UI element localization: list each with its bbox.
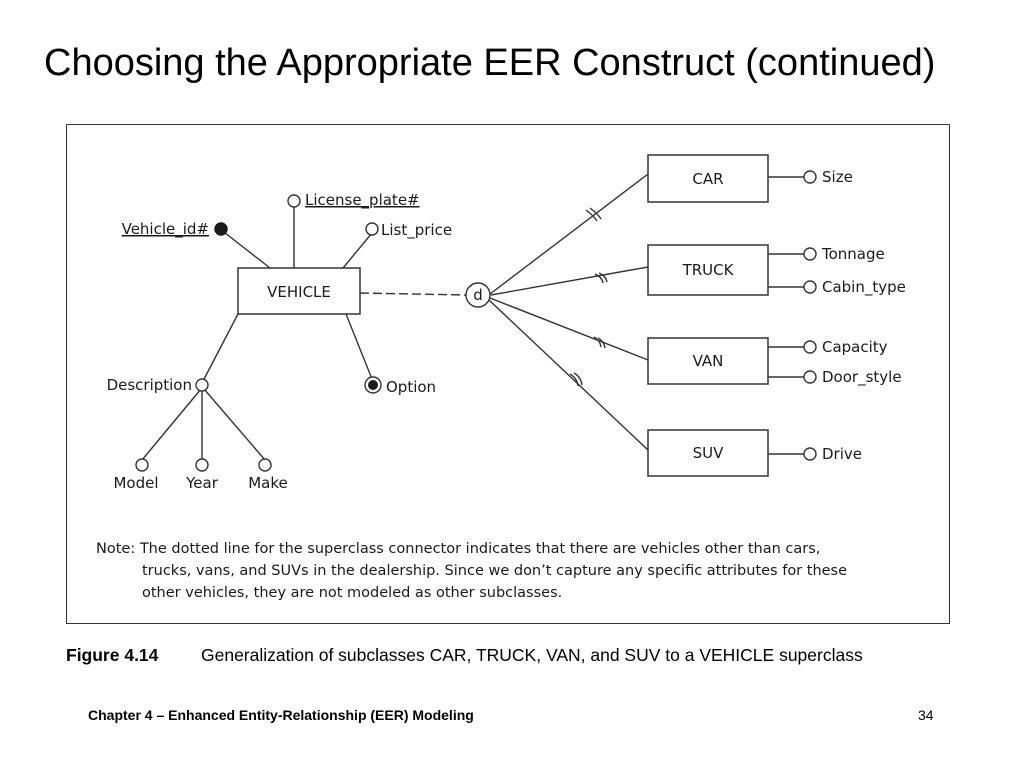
- attr-circle-listprice: [365, 222, 379, 236]
- entity-car-label: CAR: [692, 170, 723, 188]
- entity-suv-label: SUV: [693, 444, 725, 462]
- subset-symbol-car: [585, 209, 598, 222]
- subset-symbol-truck: [594, 273, 604, 284]
- attr-circle-option-inner: [368, 380, 378, 390]
- attr-cabin-label: Cabin_type: [822, 278, 906, 297]
- line-d-van: [489, 297, 649, 361]
- attr-option-label: Option: [386, 378, 436, 396]
- attr-make-label: Make: [248, 474, 288, 492]
- line-d-truck: [490, 266, 649, 296]
- attr-listprice-label: List_price: [381, 221, 452, 240]
- entity-truck-label: TRUCK: [682, 261, 735, 279]
- attr-tonnage-label: Tonnage: [821, 245, 885, 263]
- attr-drive-label: Drive: [822, 445, 862, 463]
- entity-vehicle: [237, 267, 361, 315]
- line-d-car: [489, 173, 649, 295]
- specialization-circle: [465, 282, 491, 308]
- line-desc-make: [203, 388, 266, 461]
- attr-circle-model: [135, 458, 149, 472]
- footer-page-number: 34: [918, 707, 934, 723]
- attr-circle-size: [803, 170, 817, 184]
- superclass-connector-dashed: [359, 292, 467, 296]
- attr-circle-license: [287, 194, 301, 208]
- attr-circle-year: [195, 458, 209, 472]
- attr-circle-tonnage: [803, 247, 817, 261]
- subset-symbol-van: [593, 336, 602, 348]
- attr-circle-drive: [803, 447, 817, 461]
- attr-circle-cabin: [803, 280, 817, 294]
- line-d-suv: [488, 299, 649, 451]
- note-line-3: other vehicles, they are not modeled as …: [142, 585, 563, 601]
- attr-year-label: Year: [185, 474, 219, 492]
- attr-circle-key-filled: [214, 222, 228, 236]
- attr-size-label: Size: [822, 168, 853, 186]
- attr-circle-door: [803, 370, 817, 384]
- subset-symbol-truck-2: [598, 272, 608, 283]
- entity-van: [647, 337, 769, 385]
- figure-label: Figure 4.14: [66, 645, 159, 665]
- subset-symbol-suv-2: [573, 372, 583, 386]
- line-vehicle-listprice: [342, 232, 373, 269]
- subset-symbol-car-2: [589, 207, 602, 220]
- entity-vehicle-label: VEHICLE: [267, 283, 331, 301]
- diagram-note: Note: The dotted line for the superclass…: [96, 538, 926, 604]
- attr-capacity-label: Capacity: [822, 338, 888, 356]
- specialization-symbol: d: [473, 286, 483, 304]
- slide-title: Choosing the Appropriate EER Construct (…: [44, 42, 936, 84]
- line-vehicle-description: [202, 313, 239, 382]
- attr-model-label: Model: [113, 474, 158, 492]
- attr-circle-make: [258, 458, 272, 472]
- footer-chapter: Chapter 4 – Enhanced Entity-Relationship…: [88, 707, 474, 723]
- attr-license-label: License_plate#: [305, 191, 420, 210]
- entity-van-label: VAN: [693, 352, 724, 370]
- line-desc-model: [141, 388, 202, 461]
- entity-suv: [647, 429, 769, 477]
- diagram-frame: [66, 124, 950, 624]
- figure-caption-text: Generalization of subclasses CAR, TRUCK,…: [201, 645, 863, 665]
- subset-symbol-suv: [569, 373, 579, 387]
- attr-circle-capacity: [803, 340, 817, 354]
- entity-car: [647, 154, 769, 203]
- note-line-2: trucks, vans, and SUVs in the dealership…: [142, 563, 848, 579]
- attr-key-label: Vehicle_id#: [122, 220, 209, 239]
- line-vehicle-option: [345, 313, 373, 380]
- attr-door-label: Door_style: [822, 368, 902, 387]
- line-vehicle-key: [219, 228, 271, 269]
- subset-symbol-van-2: [597, 337, 606, 349]
- note-line-1: Note: The dotted line for the superclass…: [96, 541, 821, 557]
- attr-circle-description: [195, 378, 209, 392]
- attr-description-label: Description: [107, 376, 192, 394]
- entity-truck: [647, 244, 769, 296]
